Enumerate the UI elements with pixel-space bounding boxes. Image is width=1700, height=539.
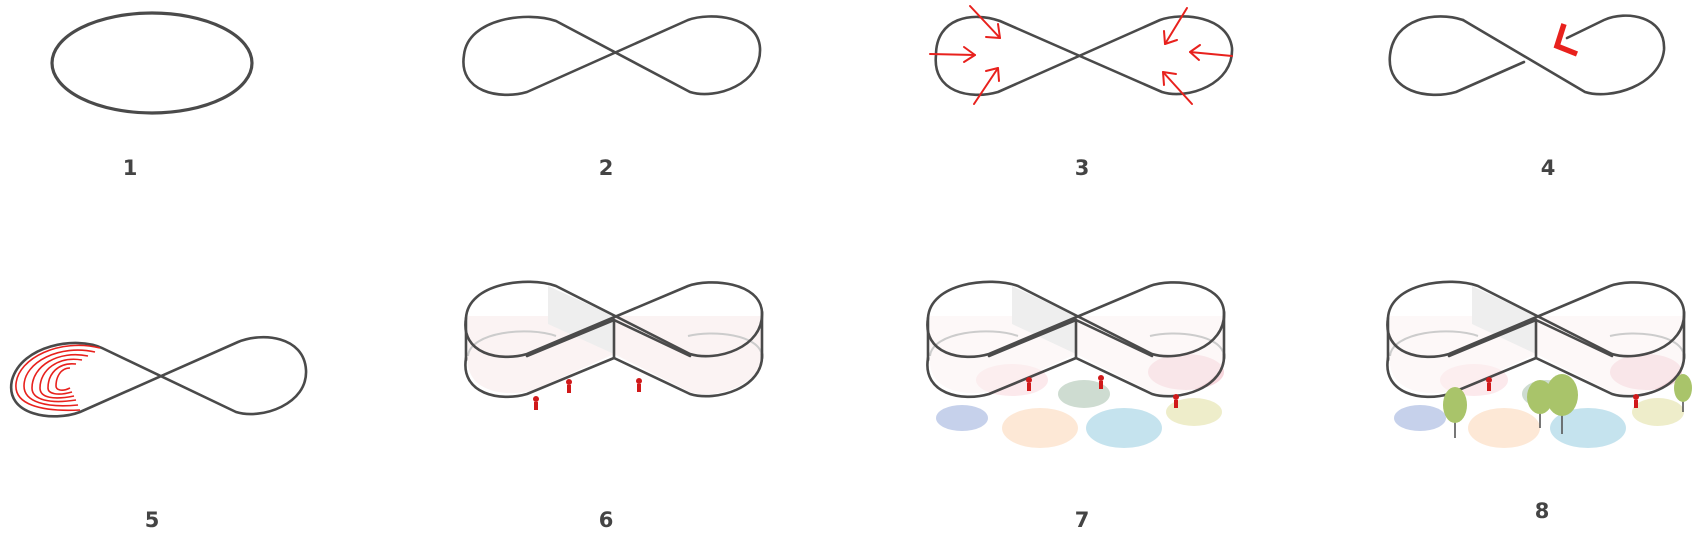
red-arc-lines xyxy=(15,344,101,412)
step-2-figure-eight xyxy=(462,15,762,97)
step-4-opened-eight xyxy=(1388,14,1666,97)
step-label-5: 5 xyxy=(145,508,160,532)
person-icons xyxy=(1026,375,1179,408)
step-label-7: 7 xyxy=(1075,508,1090,532)
step-label-3: 3 xyxy=(1075,156,1090,180)
step-label-1: 1 xyxy=(123,156,138,180)
step-label-6: 6 xyxy=(599,508,614,532)
step-label-2: 2 xyxy=(599,156,614,180)
tree-icons xyxy=(1443,374,1692,438)
step-label-8: 8 xyxy=(1535,499,1550,523)
red-chevron-icon xyxy=(1553,23,1579,57)
step-label-4: 4 xyxy=(1541,156,1556,180)
step-3-compression-arrows xyxy=(929,5,1234,105)
step-8-landscape-trees xyxy=(1386,280,1692,448)
step-1-ellipse xyxy=(50,11,254,115)
step-5-figure-eight-arcs xyxy=(9,335,308,418)
red-arrow-icons xyxy=(929,5,1233,105)
step-6-extruded-volume xyxy=(464,280,764,410)
person-icons xyxy=(533,378,642,410)
step-7-landscape-pools xyxy=(926,280,1226,448)
